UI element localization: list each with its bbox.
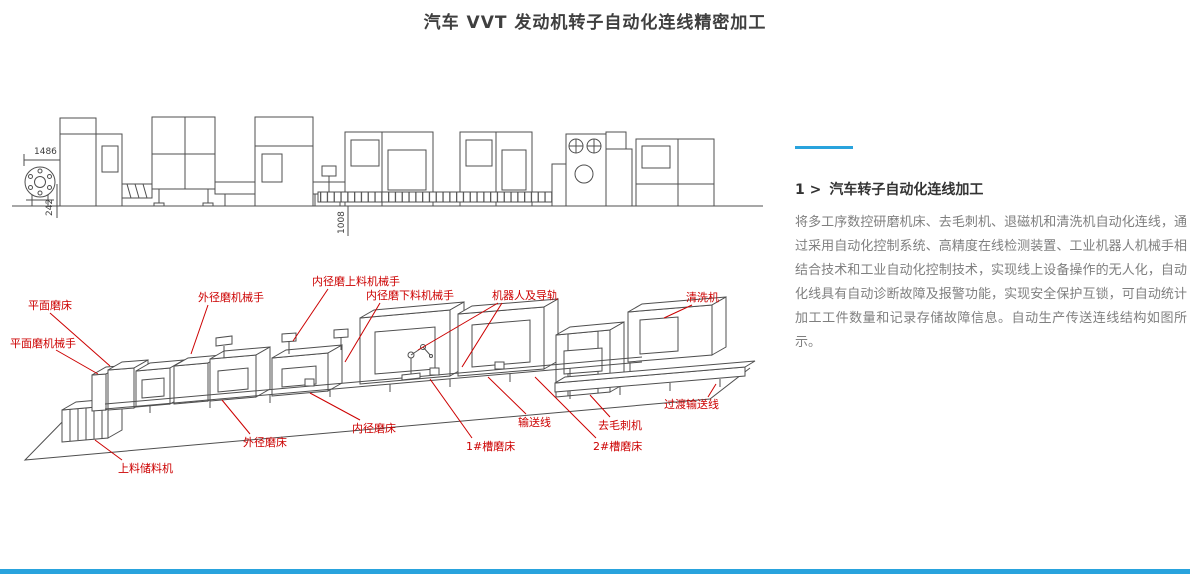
section-heading: 1 > 汽车转子自动化连线加工 xyxy=(795,179,1187,199)
label-transfer-conveyor: 过渡输送线 xyxy=(664,397,719,411)
diagram-panel: 1486 242 xyxy=(10,104,766,494)
iso-robot xyxy=(401,344,433,381)
page-title: 汽车 VVT 发动机转子自动化连线精密加工 xyxy=(423,13,767,33)
label-od-grinder: 外径磨床 xyxy=(243,435,287,449)
label-conveyor: 输送线 xyxy=(518,415,551,429)
dimension-242: 242 xyxy=(45,184,58,218)
label-slot-grinder-1: 1#槽磨床 xyxy=(466,439,515,453)
leader-deburring xyxy=(589,394,611,418)
leader-surface-grinder xyxy=(49,312,111,367)
dim-height-text: 242 xyxy=(45,199,55,216)
line-drawing-isometric-view: 平面磨床 平面磨机械手 外径磨机械手 内径磨上料机械手 内径磨下料机械手 机器人… xyxy=(10,274,756,475)
leader-id-grinder xyxy=(309,392,361,421)
dim-width-text: 1486 xyxy=(34,147,57,157)
iso-machine-slot-grinder-1 xyxy=(359,301,465,385)
front-machine-id-grinder xyxy=(254,116,314,207)
section-body: 将多工序数控研磨机床、去毛刺机、退磁机和清洗机自动化连线，通过采用自动化控制系统… xyxy=(795,215,1187,350)
leader-loading-storage xyxy=(94,439,123,461)
label-washer: 清洗机 xyxy=(686,290,719,304)
leader-washer xyxy=(663,304,693,319)
front-rotary-feeder xyxy=(24,166,56,206)
iso-robot-rail xyxy=(104,356,643,413)
iso-ground-plane xyxy=(23,367,751,461)
label-surface-grinder-arm: 平面磨机械手 xyxy=(10,336,76,350)
front-machine-surface-grinder xyxy=(59,117,123,207)
front-machine-deburring xyxy=(551,131,633,207)
line-drawing-front-view: 1486 242 xyxy=(12,116,763,236)
leader-od-grinder xyxy=(221,399,251,435)
label-id-grinder: 内径磨床 xyxy=(352,421,396,435)
front-machine-od-grinder xyxy=(151,116,216,207)
leader-id-loading-arm xyxy=(292,288,329,342)
leader-od-grinder-arm xyxy=(190,304,209,355)
leader-robot-rail-1 xyxy=(417,302,499,351)
leader-conveyor xyxy=(487,376,527,415)
accent-divider xyxy=(795,146,853,149)
label-loading-storage: 上料储料机 xyxy=(118,461,173,475)
leader-id-unloading-arm xyxy=(344,302,381,363)
label-robot-rail: 机器人及导轨 xyxy=(492,288,558,302)
iso-machine-slot-grinder-2 xyxy=(457,298,559,377)
footer-accent-bar xyxy=(0,569,1190,574)
front-robot-rail xyxy=(317,191,561,203)
label-slot-grinder-2: 2#槽磨床 xyxy=(593,439,642,453)
label-deburring: 去毛刺机 xyxy=(598,418,642,432)
leader-transfer-conveyor xyxy=(707,383,717,398)
iso-machine-od-grinder xyxy=(173,335,271,405)
dimension-1008: 1008 xyxy=(337,206,349,236)
label-surface-grinder: 平面磨床 xyxy=(28,298,72,312)
front-machine-washer xyxy=(635,138,715,207)
leader-slot-grinder-2 xyxy=(534,376,597,439)
dim-rail-text: 1008 xyxy=(337,211,347,234)
iso-machine-washer xyxy=(627,296,727,363)
leader-robot-rail-2 xyxy=(461,302,503,368)
leader-slot-grinder-1 xyxy=(429,378,473,439)
section-index: 1 > xyxy=(795,182,822,198)
front-gantry-column xyxy=(321,165,337,192)
section-title: 汽车转子自动化连线加工 xyxy=(829,182,984,198)
label-id-unloading-arm: 内径磨下料机械手 xyxy=(366,288,454,302)
label-od-grinder-arm: 外径磨机械手 xyxy=(198,290,264,304)
label-id-loading-arm: 内径磨上料机械手 xyxy=(312,274,400,288)
leader-surface-grinder-arm xyxy=(55,349,99,375)
description-panel: 1 > 汽车转子自动化连线加工 将多工序数控研磨机床、去毛刺机、退磁机和清洗机自动… xyxy=(795,146,1187,355)
iso-transfer-conveyor xyxy=(554,360,756,399)
